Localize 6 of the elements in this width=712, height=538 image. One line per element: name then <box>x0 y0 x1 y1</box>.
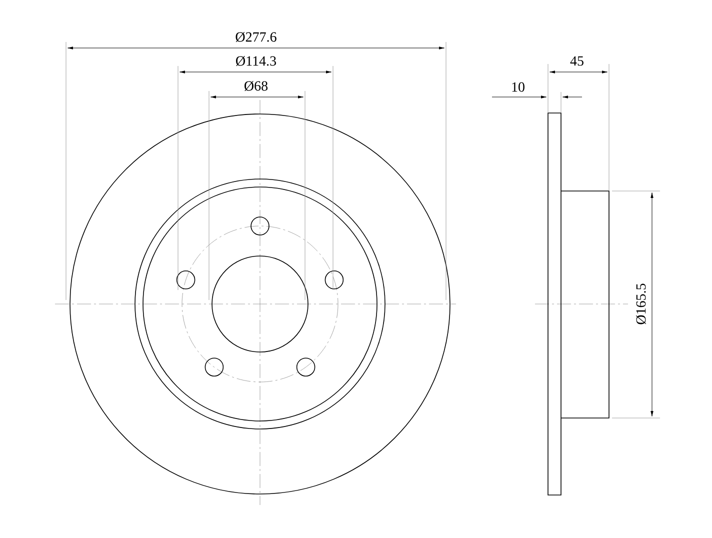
dimension-label: Ø277.6 <box>236 32 276 42</box>
dimension-label: Ø68 <box>244 81 268 91</box>
dimension-label: Ø114.3 <box>236 56 276 66</box>
dimension-label: 10 <box>512 82 524 92</box>
dimension-label: Ø165.5 <box>636 284 646 324</box>
dimension-label: 45 <box>570 56 584 66</box>
